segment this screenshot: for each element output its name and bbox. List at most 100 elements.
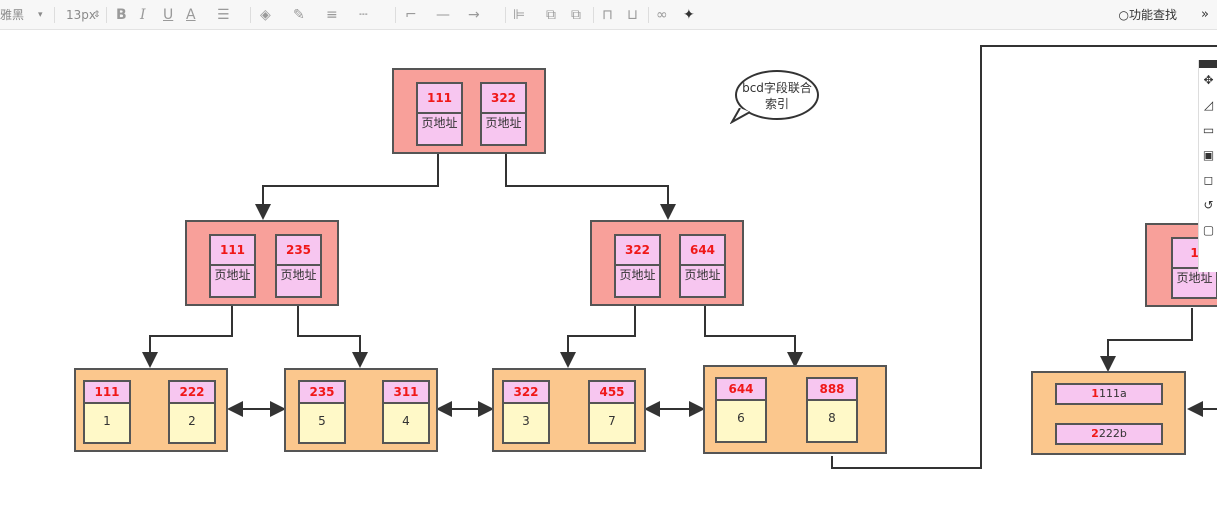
level2-left-cell-2[interactable]: 235 页地址 [275,234,322,298]
line-width-icon[interactable]: ≡ [326,7,338,23]
leaf-cell[interactable]: 222 2 [168,380,216,444]
arrow-l2left-leaf2 [297,300,368,368]
leaf-cell[interactable]: 111 1 [83,380,131,444]
feature-search[interactable]: ○功能查找 [1119,0,1178,30]
page-icon[interactable]: ▭ [1202,123,1215,137]
value-label: 1 [103,414,111,428]
bubble-line1: bcd字段联合 [742,81,812,95]
search-label: 功能查找 [1128,8,1177,22]
line-style-icon[interactable]: ┄ [359,7,368,23]
bold-button[interactable]: B [116,7,127,23]
leaf-cell[interactable]: 322 3 [502,380,550,444]
fill-color-icon[interactable]: ◈ [260,7,271,23]
far-leaf-row-1[interactable]: 1111a [1055,383,1163,405]
font-size-select[interactable]: 13px [66,8,96,22]
font-dropdown-icon[interactable]: ▾ [38,10,43,20]
navigator-icon[interactable]: ✥ [1203,73,1214,87]
key-label: 111 [211,236,254,266]
leaf-node-1[interactable]: 111 1 222 2 [74,368,228,452]
level2-left-node[interactable]: 111 页地址 235 页地址 [185,220,339,306]
bubble-tail [730,108,751,124]
root-cell-2[interactable]: 322 页地址 [480,82,527,146]
page-address-label: 页地址 [684,268,721,282]
leaf-node-4[interactable]: 644 6 888 8 [703,365,887,454]
connector-to-far-tree [831,45,1217,469]
leaf-cell[interactable]: 455 7 [588,380,636,444]
send-back-icon[interactable]: ⧉ [571,7,581,23]
level2-right-cell-2[interactable]: 644 页地址 [679,234,726,298]
page-address-label: 页地址 [280,268,317,282]
style-icon[interactable]: ◿ [1203,98,1214,112]
italic-button[interactable]: I [140,7,146,23]
diagram-canvas: bcd字段联合 索引 111 页地址 322 页地址 111 页地址 235 页… [0,30,1217,509]
value-label: 6 [737,411,745,425]
arrange-align-icon[interactable]: ⊫ [513,7,526,23]
arrow-l2right-leaf4 [704,300,803,368]
align-icon[interactable]: ☰ [217,7,230,23]
expand-chevron-icon[interactable]: » [1201,7,1209,22]
leaf-node-2[interactable]: 235 5 311 4 [284,368,438,452]
value-label: 3 [522,414,530,428]
row-rest-text: 111a [1098,387,1127,400]
connector-type-icon[interactable]: ⌐ [405,7,417,23]
key-label: 322 [616,236,659,266]
key-label: 644 [681,236,724,266]
bubble-line2: 索引 [764,97,789,111]
search-icon: ○ [1118,8,1129,22]
value-label: 5 [318,414,326,428]
key-label: 235 [300,382,344,404]
right-tool-panel: ✥ ◿ ▭ ▣ ◻ ↺ ▢ [1198,60,1217,272]
key-label: 222 [170,382,214,404]
layout-icon[interactable]: ▣ [1202,148,1215,162]
root-cell-1[interactable]: 111 页地址 [416,82,463,146]
toolbar: 雅黑 ▾ 13px ⇕ B I U A ☰ ◈ ✎ ≡ ┄ ⌐ — → ⊫ ⧉ … [0,0,1217,30]
key-label: 322 [504,382,548,404]
key-label: 322 [482,84,525,114]
history-icon[interactable]: ↺ [1203,198,1214,212]
page-address-label: 页地址 [619,268,656,282]
value-label: 7 [608,414,616,428]
key-label: 1 [1173,239,1216,269]
leaf-cell[interactable]: 644 6 [715,377,767,443]
leaf-cell[interactable]: 888 8 [806,377,858,443]
value-label: 4 [402,414,410,428]
page-address-label: 页地址 [421,116,458,130]
link-icon[interactable]: ∞ [656,7,668,23]
underline-button[interactable]: U [163,7,174,23]
font-size-stepper-icon[interactable]: ⇕ [93,10,101,20]
leaf-cell[interactable]: 311 4 [382,380,430,444]
data-icon[interactable]: ◻ [1203,173,1214,187]
arrow-far-l2-leaf [1100,308,1193,372]
leaf-cell[interactable]: 235 5 [298,380,346,444]
arrow-style-icon[interactable]: → [468,7,480,23]
row-rest-text: 222b [1098,427,1127,440]
far-leaf-row-2[interactable]: 2222b [1055,423,1163,445]
comment-icon[interactable]: ▢ [1202,223,1215,237]
level2-right-cell-1[interactable]: 322 页地址 [614,234,661,298]
page-address-label: 页地址 [214,268,251,282]
bring-front-icon[interactable]: ⧉ [546,7,556,23]
font-family-select[interactable]: 雅黑 [0,8,25,22]
far-leaf-node[interactable]: 1111a 2222b [1031,371,1186,455]
unlock-icon[interactable]: ⊔ [627,7,638,23]
row-lead-char: 1 [1091,387,1099,400]
level2-right-node[interactable]: 322 页地址 644 页地址 [590,220,744,306]
value-label: 8 [828,411,836,425]
level2-left-cell-1[interactable]: 111 页地址 [209,234,256,298]
panel-header-bar [1199,60,1217,68]
row-lead-char: 2 [1091,427,1099,440]
lock-icon[interactable]: ⊓ [602,7,613,23]
speech-bubble: bcd字段联合 索引 [735,70,819,120]
value-label: 2 [188,414,196,428]
line-color-icon[interactable]: ✎ [293,7,305,23]
arrow-l2left-leaf1 [142,300,233,368]
root-node[interactable]: 111 页地址 322 页地址 [392,68,546,154]
leaf-node-3[interactable]: 322 3 455 7 [492,368,646,452]
magic-wand-icon[interactable]: ✦ [683,7,695,23]
key-label: 311 [384,382,428,404]
key-label: 644 [717,379,765,401]
key-label: 111 [85,382,129,404]
key-label: 111 [418,84,461,114]
font-color-button[interactable]: A [186,7,196,23]
line-type-icon[interactable]: — [436,7,450,23]
